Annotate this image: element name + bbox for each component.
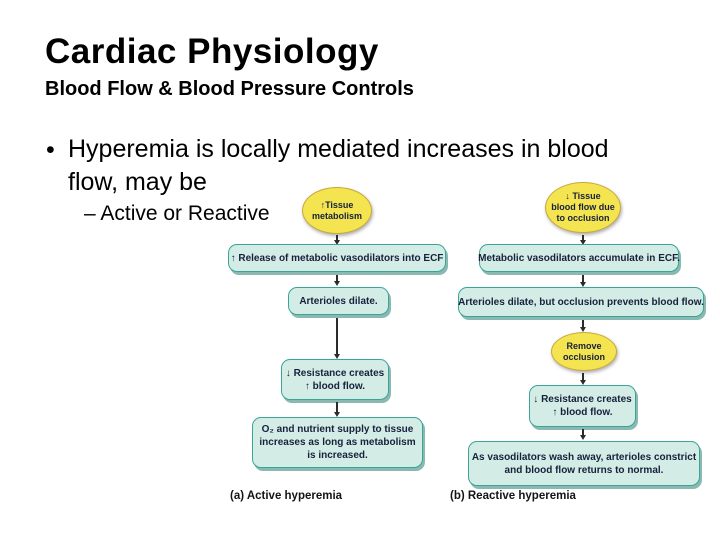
caption-active-hyperemia: (a) Active hyperemia	[230, 490, 343, 502]
oval-remove-occlusion-line-1: Remove	[566, 340, 602, 351]
box-wash-line-1: As vasodilators wash away, arterioles co…	[471, 451, 697, 463]
slide-subtitle: Blood Flow & Blood Pressure Controls	[45, 78, 414, 100]
flow-arrow	[582, 275, 584, 282]
oval-occlusion-line-1: ↓ Tissue	[565, 191, 601, 202]
box-release-vasodilators-text: ↑ Release of metabolic vasodilators into…	[230, 252, 444, 264]
oval-tissue-blood-flow-occlusion: ↓ Tissue blood flow due to occlusion	[545, 182, 621, 233]
box-dilate-occlusion-prevents: Arterioles dilate, but occlusion prevent…	[458, 287, 704, 317]
box-resistance-line-2: ↑ blood flow.	[304, 380, 366, 392]
bullet-line-2: flow, may be	[68, 168, 207, 197]
sub-bullet-text: – Active or Reactive	[84, 202, 270, 225]
box-release-vasodilators: ↑ Release of metabolic vasodilators into…	[228, 244, 446, 272]
bullet-text: Hyperemia is locally mediated increases …	[68, 133, 609, 200]
oval-remove-occlusion: Remove occlusion	[551, 332, 617, 371]
box-vasodilators-accumulate: Metabolic vasodilators accumulate in ECF…	[478, 244, 680, 272]
caption-reactive-hyperemia: (b) Reactive hyperemia	[450, 490, 576, 502]
box-resistance-reactive-line-2: ↑ blood flow.	[552, 407, 613, 418]
box-arterioles-dilate-text: Arterioles dilate.	[299, 295, 378, 307]
oval-occlusion-line-3: to occlusion	[556, 212, 610, 223]
flow-arrow	[582, 320, 584, 327]
box-resistance-blood-flow-active: ↓ Resistance creates ↑ blood flow.	[281, 359, 389, 400]
box-vasodilators-wash-away: As vasodilators wash away, arterioles co…	[468, 441, 700, 486]
box-resistance-blood-flow-reactive: ↓ Resistance creates ↑ blood flow.	[529, 385, 636, 427]
flow-arrow	[582, 235, 584, 240]
oval-tissue-metabolism-line-1: ↑Tissue	[320, 199, 354, 210]
oval-occlusion-line-2: blood flow due	[551, 202, 615, 213]
flow-arrow	[336, 318, 338, 354]
flow-arrow	[582, 373, 584, 380]
box-o2-line-1: O₂ and nutrient supply to tissue	[261, 424, 414, 435]
bullet-icon: •	[46, 136, 55, 164]
flow-arrow	[336, 275, 338, 281]
box-arterioles-dilate: Arterioles dilate.	[288, 287, 389, 315]
flow-arrow	[336, 235, 338, 240]
box-resistance-line-1: ↓ Resistance creates	[285, 367, 385, 379]
flow-arrow	[582, 429, 584, 435]
box-o2-line-2: increases as long as metabolism	[259, 437, 416, 448]
box-dilate-occlusion-prevents-text: Arterioles dilate, but occlusion prevent…	[458, 296, 704, 308]
bullet-line-1: Hyperemia is locally mediated increases …	[68, 135, 609, 163]
box-vasodilators-accumulate-text: Metabolic vasodilators accumulate in ECF…	[478, 252, 680, 264]
oval-remove-occlusion-line-2: occlusion	[562, 351, 605, 362]
box-o2-line-3: is increased.	[307, 450, 368, 461]
box-wash-line-2: and blood flow returns to normal.	[504, 464, 664, 476]
flow-arrow	[336, 402, 338, 412]
box-resistance-reactive-line-1: ↓ Resistance creates	[533, 394, 632, 405]
box-o2-nutrient-supply: O₂ and nutrient supply to tissue increas…	[252, 417, 423, 468]
oval-tissue-metabolism: ↑Tissue metabolism	[302, 187, 372, 234]
oval-tissue-metabolism-line-2: metabolism	[311, 210, 362, 221]
slide-title: Cardiac Physiology	[45, 32, 379, 71]
